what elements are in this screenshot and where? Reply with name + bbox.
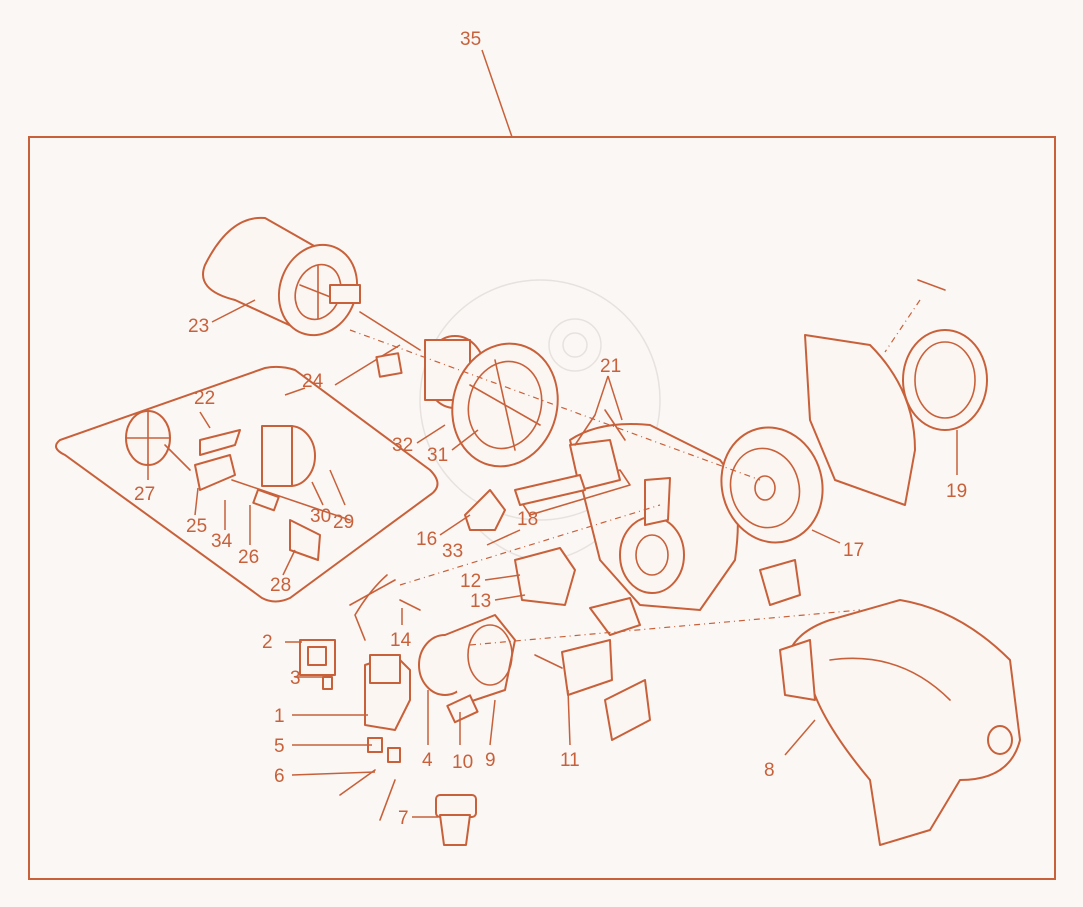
label-part: 4: [422, 750, 433, 771]
part-electrode-lead: [354, 574, 388, 641]
label-part: 18: [517, 509, 538, 530]
labels-layer: 35 1 2 3 4 5 6 7 8 9 10 11 12 13 14 16 1…: [134, 29, 967, 829]
label-part: 10: [452, 752, 473, 773]
part-volute: [804, 279, 988, 506]
part-solenoid: [299, 579, 411, 821]
label-part: 1: [274, 706, 285, 727]
label-part: 14: [390, 630, 412, 651]
part-motor: [202, 216, 421, 351]
label-part: 6: [274, 766, 285, 787]
label-part: 3: [290, 668, 301, 689]
label-part: 9: [485, 750, 496, 771]
leader-24b: [334, 344, 401, 386]
part-diffuser-assembly: [125, 410, 351, 561]
label-part: 33: [442, 541, 463, 562]
part-flange-bar: [514, 474, 586, 506]
part-fastener-set: [759, 559, 801, 606]
label-part: 19: [946, 481, 967, 502]
part-cover-hood: [779, 599, 1021, 846]
label-part: 32: [392, 435, 413, 456]
label-part: 16: [416, 529, 437, 550]
assembly-frame: [28, 136, 1056, 880]
label-part: 31: [427, 445, 448, 466]
label-part: 30: [310, 506, 331, 527]
label-part: 22: [194, 388, 215, 409]
label-part: 11: [560, 750, 580, 771]
label-part: 2: [262, 632, 273, 653]
part-control-box: [534, 639, 651, 741]
label-part: 24: [302, 371, 324, 392]
label-part: 25: [186, 516, 207, 537]
label-part: 27: [134, 484, 155, 505]
label-part: 26: [238, 547, 259, 568]
label-part: 8: [764, 760, 775, 781]
label-part: 13: [470, 591, 491, 612]
label-part: 7: [398, 808, 409, 829]
label-part: 12: [460, 571, 481, 592]
part-bracket: [464, 489, 506, 531]
label-part: 23: [188, 316, 209, 337]
part-small-plate: [589, 597, 641, 636]
label-part: 5: [274, 736, 285, 757]
label-part: 17: [843, 540, 864, 561]
leader-24: [284, 387, 306, 396]
label-part: 28: [270, 575, 291, 596]
leader-35: [481, 49, 513, 138]
part-pump: [418, 614, 516, 724]
part-filter: [435, 794, 477, 846]
label-part: 21: [600, 356, 621, 377]
leader-lines: [147, 299, 958, 818]
label-part: 34: [211, 531, 233, 552]
label-35: 35: [460, 29, 481, 50]
part-air-intake: [424, 335, 559, 468]
label-part: 29: [333, 512, 354, 533]
part-fan-wheel: [720, 426, 824, 544]
subassembly-outline: [55, 365, 439, 603]
part-ignition-box: [514, 547, 576, 606]
